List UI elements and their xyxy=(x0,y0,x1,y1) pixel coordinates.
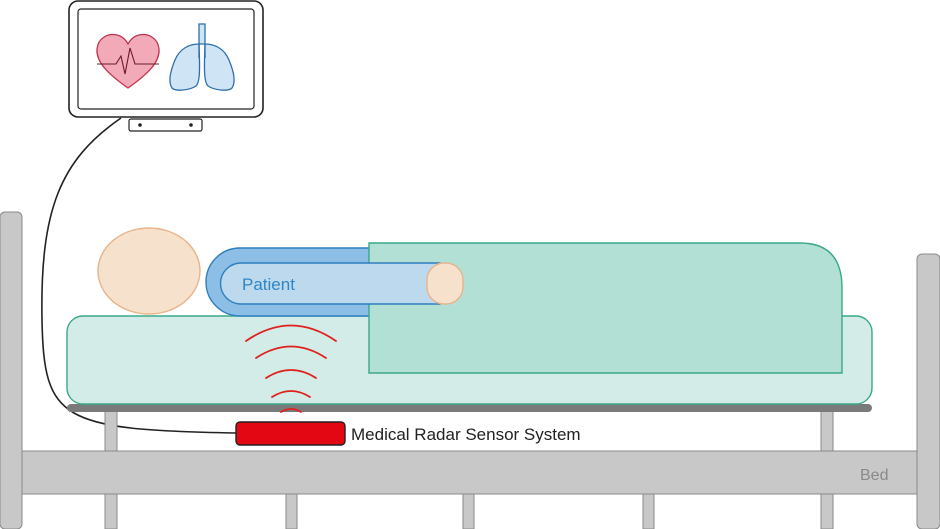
monitor-cable xyxy=(41,117,237,434)
sensor-label: Medical Radar Sensor System xyxy=(351,425,581,444)
bed-strut xyxy=(642,493,655,529)
monitor-stand-dot xyxy=(189,123,193,127)
bed-strut xyxy=(285,493,298,529)
bed-post-head xyxy=(0,211,23,529)
bed-label: Bed xyxy=(860,467,888,484)
bed-rail xyxy=(21,450,918,495)
blanket xyxy=(368,242,843,374)
radar-wave xyxy=(265,369,317,379)
bed-frame xyxy=(0,211,940,529)
bed-post-foot xyxy=(916,253,940,529)
patient-head xyxy=(97,227,201,315)
patient-hand xyxy=(426,262,464,305)
patient-arm xyxy=(219,262,441,305)
monitor-stand-dot xyxy=(138,123,142,127)
radar-wave xyxy=(245,324,337,342)
heart-icon xyxy=(96,33,160,89)
radar-wave xyxy=(255,345,327,359)
radar-sensor-box xyxy=(235,421,346,446)
bed-platform xyxy=(67,404,872,412)
vital-signs-monitor xyxy=(68,0,264,132)
monitor-stand xyxy=(128,118,203,132)
patient-label: Patient xyxy=(242,275,295,294)
radar-wave xyxy=(280,408,302,413)
lungs-icon xyxy=(169,23,235,91)
radar-waves xyxy=(245,324,337,413)
radar-wave xyxy=(271,390,311,398)
bed-strut xyxy=(462,493,475,529)
